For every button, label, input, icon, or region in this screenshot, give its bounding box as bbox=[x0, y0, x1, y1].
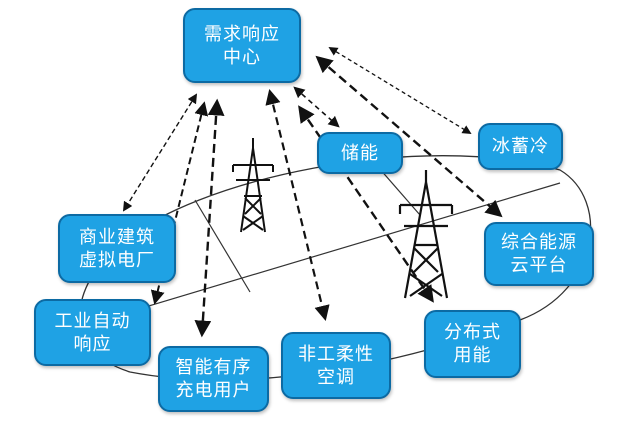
transmission-tower-icon bbox=[232, 138, 274, 233]
node-label: 需求响应 bbox=[204, 23, 280, 45]
energy-storage-node[interactable]: 储能 bbox=[317, 132, 403, 174]
flexible-ac-node[interactable]: 非工柔性 空调 bbox=[281, 332, 391, 399]
node-label: 非工柔性 bbox=[298, 343, 374, 365]
node-label: 工业自动 bbox=[54, 310, 131, 332]
node-label: 用能 bbox=[453, 345, 492, 366]
ice-storage-cooling-node[interactable]: 冰蓄冷 bbox=[478, 123, 563, 170]
arrow-center-ice bbox=[328, 47, 472, 134]
demand-response-center-node[interactable]: 需求响应 中心 bbox=[183, 8, 301, 83]
distributed-energy-use-node[interactable]: 分布式 用能 bbox=[424, 310, 521, 378]
integrated-energy-cloud-node[interactable]: 综合能源 云平台 bbox=[484, 222, 594, 286]
node-label: 商业建筑 bbox=[79, 226, 155, 248]
node-label: 虚拟电厂 bbox=[79, 249, 155, 271]
node-label: 充电用户 bbox=[175, 380, 252, 401]
arrow-center-ac bbox=[265, 89, 330, 321]
arrow-center-cloud bbox=[315, 55, 503, 218]
arrow-center-ev bbox=[194, 98, 225, 338]
node-label: 云平台 bbox=[510, 255, 568, 276]
node-label: 综合能源 bbox=[501, 232, 577, 253]
node-label: 中心 bbox=[223, 46, 261, 68]
node-label: 空调 bbox=[317, 366, 355, 388]
node-label: 储能 bbox=[341, 142, 379, 164]
arrow-center-commercial bbox=[122, 93, 198, 212]
node-label: 智能有序 bbox=[175, 357, 252, 378]
node-label: 分布式 bbox=[444, 322, 501, 343]
industrial-auto-response-node[interactable]: 工业自动 响应 bbox=[34, 299, 151, 366]
node-label: 响应 bbox=[73, 333, 112, 355]
arrow-center-storage bbox=[293, 86, 340, 128]
commercial-building-vpp-node[interactable]: 商业建筑 虚拟电厂 bbox=[58, 214, 176, 283]
transmission-tower-icon bbox=[398, 170, 454, 299]
node-label: 冰蓄冷 bbox=[492, 136, 549, 157]
smart-ev-charging-node[interactable]: 智能有序 充电用户 bbox=[158, 346, 269, 412]
